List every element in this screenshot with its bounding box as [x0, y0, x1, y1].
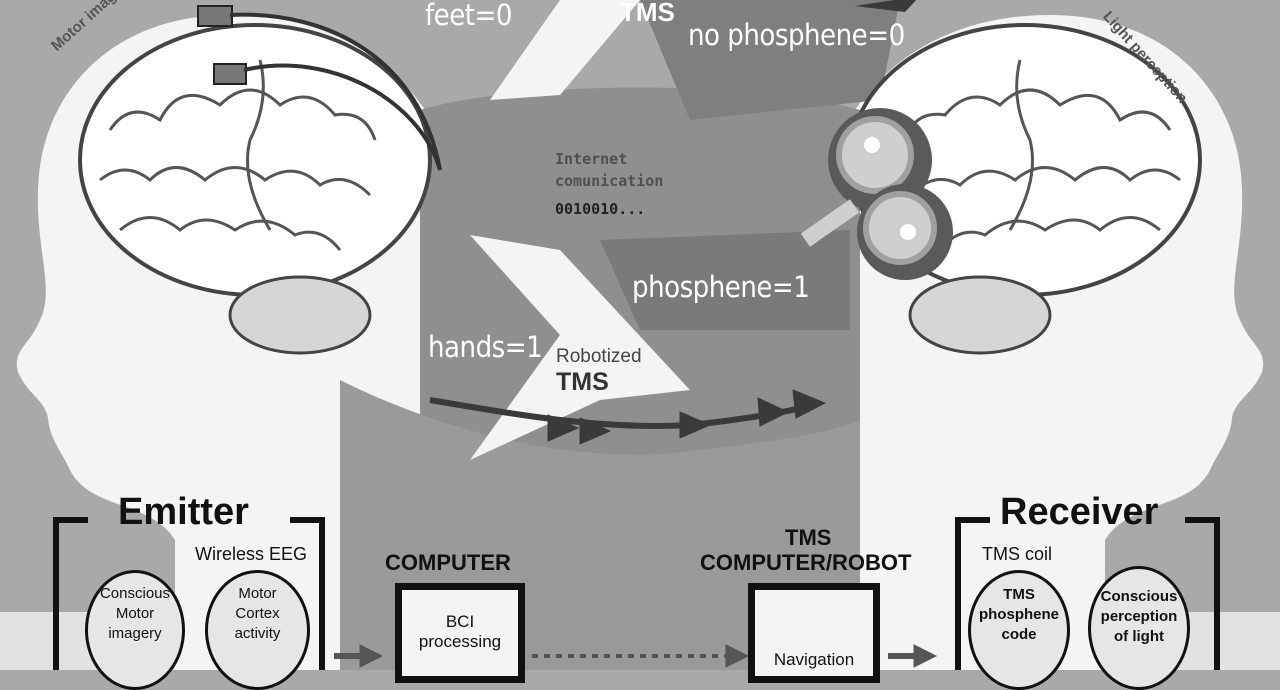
- conscious-perception-node: Conscious perception of light: [1088, 566, 1190, 690]
- receiver-bracket: [955, 517, 1220, 670]
- bci-processing-box: BCI processing: [395, 583, 525, 683]
- binary-label: 0010010...: [555, 200, 646, 218]
- phosphene-band: [600, 230, 850, 330]
- tms-mid-label: TMS: [556, 368, 609, 396]
- top-arrow: [855, 0, 917, 12]
- diagram-art: [0, 0, 1280, 670]
- internet-label-2: comunication: [555, 172, 664, 190]
- tms-computer-title-1: TMS: [785, 525, 832, 550]
- tms-computer-title-2: COMPUTER/ROBOT: [700, 550, 912, 575]
- motor-cortex-activity-node: Motor Cortex activity: [205, 570, 310, 690]
- emitter-title: Emitter: [118, 491, 249, 533]
- wireless-eeg-label: Wireless EEG: [195, 544, 308, 564]
- phosphene-label: phosphene=1: [632, 270, 810, 304]
- node-text: TMS phosphene code: [978, 586, 1059, 643]
- left-brain: [78, 23, 432, 355]
- node-text: Motor Cortex activity: [234, 585, 281, 642]
- lower-lightning: [470, 235, 690, 460]
- computer-title: COMPUTER: [385, 550, 511, 575]
- tms-phosphene-code-node: TMS phosphene code: [968, 570, 1070, 690]
- hands-label: hands=1: [428, 330, 543, 364]
- upper-band: [640, 0, 900, 120]
- tms-coil: [800, 108, 953, 280]
- node-text: Navigation: [773, 650, 855, 669]
- navigation-box: Navigation: [748, 583, 880, 683]
- emitter-bracket: [53, 517, 325, 670]
- receiver-title: Receiver: [1000, 491, 1159, 533]
- tms-coil-label: TMS coil: [982, 544, 1053, 564]
- robotized-arrows: [429, 389, 827, 445]
- tms-top-label: TMS: [620, 0, 675, 27]
- eeg-electrodes: [197, 5, 442, 171]
- node-text: Conscious perception of light: [1100, 588, 1178, 645]
- robotized-label: Robotized: [556, 346, 642, 367]
- internet-label-1: Internet: [555, 150, 628, 168]
- node-text: Conscious Motor imagery: [99, 585, 171, 642]
- no-phosphene-label: no phosphene=0: [688, 18, 905, 52]
- feet-label: feet=0: [425, 0, 512, 32]
- flow-arrows: [334, 644, 938, 668]
- node-text: BCI processing: [418, 612, 502, 651]
- upper-lightning: [490, 0, 640, 100]
- conscious-motor-imagery-node: Conscious Motor imagery: [85, 570, 185, 690]
